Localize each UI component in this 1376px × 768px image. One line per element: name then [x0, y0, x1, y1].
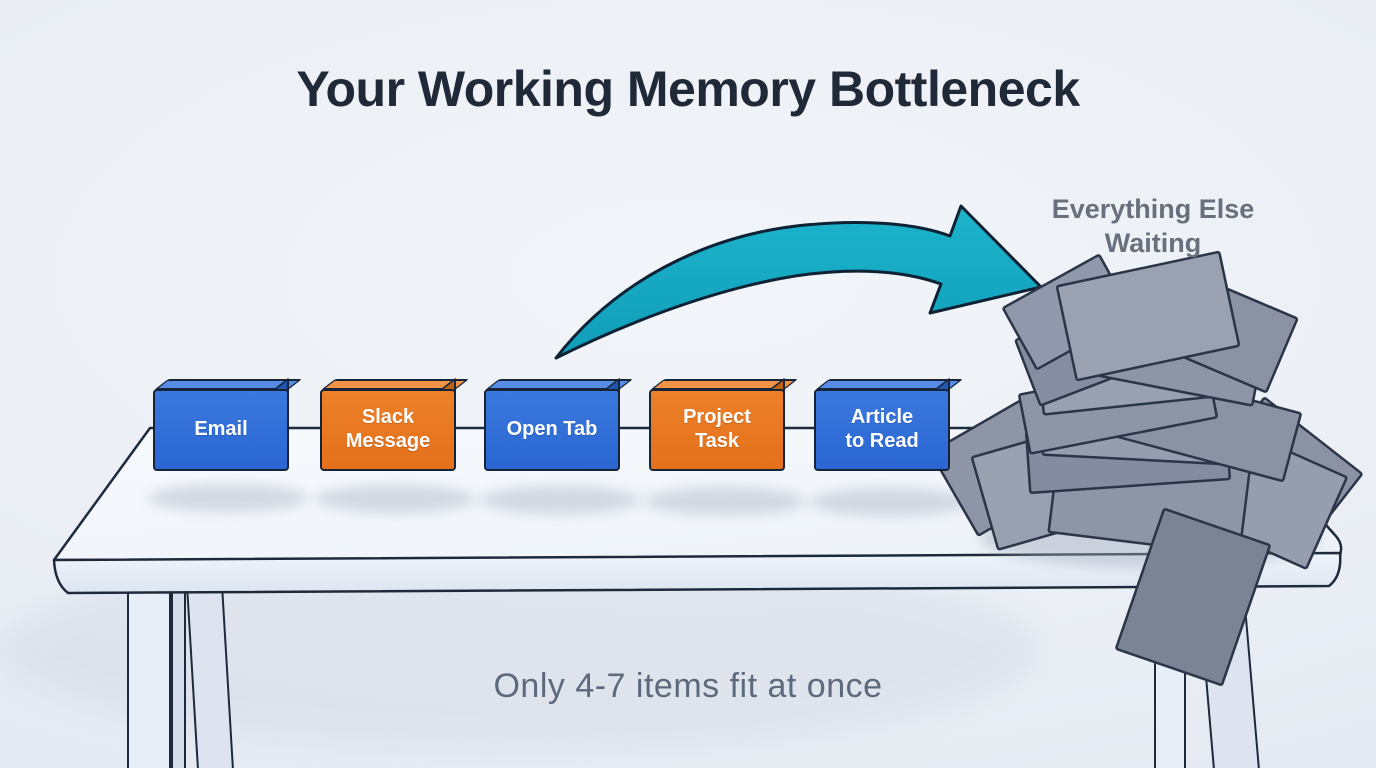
paper	[1055, 250, 1241, 382]
memory-block-article-to-read: Article to Read	[814, 377, 964, 471]
block-front-face: Article to Read	[814, 389, 950, 471]
block-front-face: Open Tab	[484, 389, 620, 471]
capacity-caption: Only 4-7 items fit at once	[493, 667, 883, 705]
memory-block-open-tab: Open Tab	[484, 377, 634, 471]
falling-paper	[1115, 508, 1271, 686]
block-label: Slack Message	[345, 406, 431, 452]
block-label: Article to Read	[845, 406, 919, 452]
desk-front-edge	[52, 551, 1342, 595]
block-label: Project Task	[683, 406, 751, 452]
under-desk-shadow	[0, 550, 1040, 750]
block-label: Email	[194, 418, 248, 441]
paper-stack	[929, 250, 1363, 686]
block-front-face: Email	[153, 389, 289, 471]
memory-block-project-task: Project Task	[649, 377, 799, 471]
memory-block-email: Email	[153, 377, 303, 471]
memory-block-slack-message: Slack Message	[320, 377, 470, 471]
block-front-face: Project Task	[649, 389, 785, 471]
block-shadows	[148, 484, 970, 516]
curved-arrow-icon	[554, 204, 1043, 360]
overflow-pile-label: Everything Else Waiting	[1051, 194, 1255, 259]
block-label: Open Tab	[506, 418, 598, 441]
page-title: Your Working Memory Bottleneck	[296, 61, 1080, 117]
block-front-face: Slack Message	[320, 389, 456, 471]
